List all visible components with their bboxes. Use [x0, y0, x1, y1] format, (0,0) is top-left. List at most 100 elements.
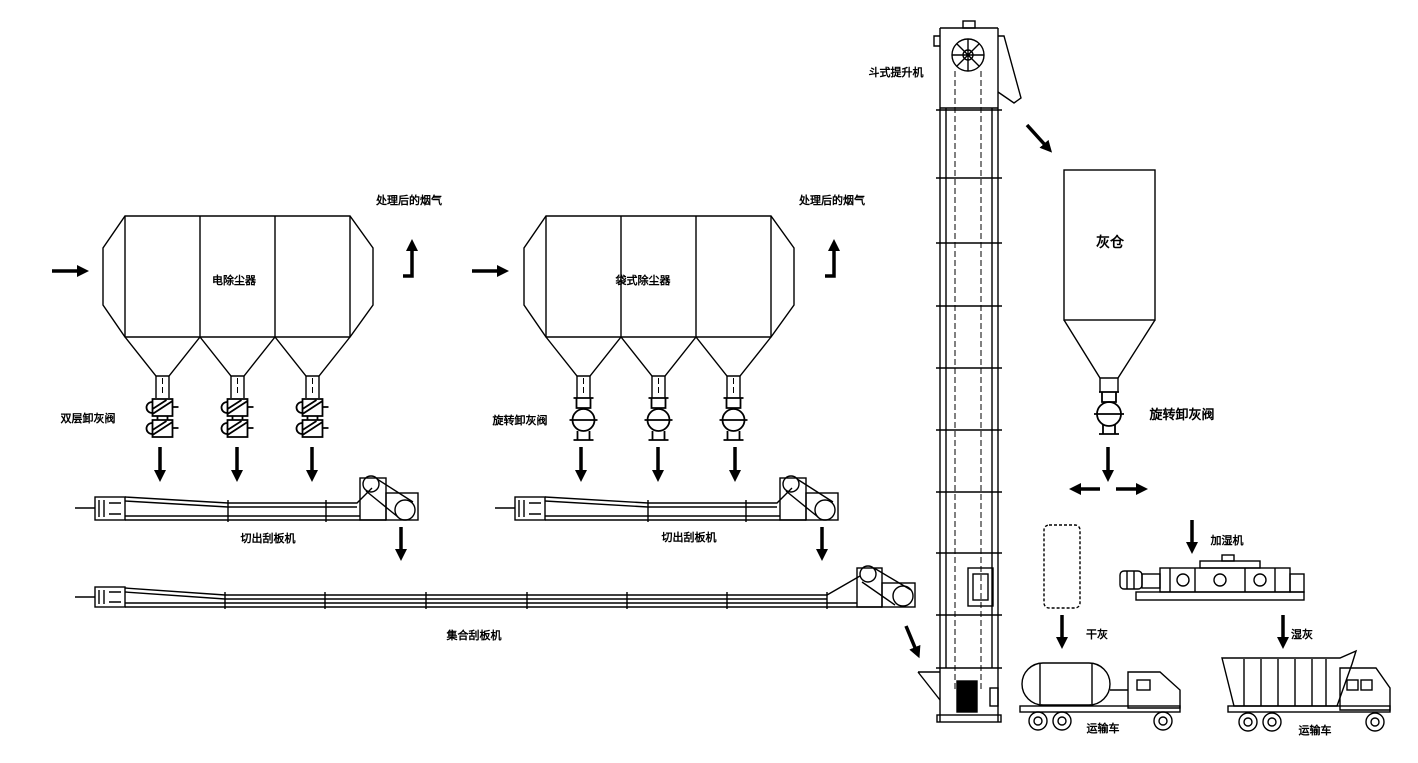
treated-gas-outlet-arrow-esp: [403, 239, 418, 278]
precipitator-field-dividers: [124, 216, 351, 337]
humidifier: [1119, 554, 1305, 601]
conveyor-tail-box: [514, 496, 546, 521]
bucket-chain: [954, 71, 982, 690]
scraper-conveyor-bag-filter: [495, 475, 839, 522]
truck-chassis: [1019, 705, 1181, 713]
truck-wheel-hub: [1267, 717, 1277, 727]
silo-cone: [1063, 319, 1156, 379]
elevator-head-housing: [933, 27, 998, 109]
valve-body: [719, 397, 748, 441]
truck-wheel-hub: [1243, 717, 1253, 727]
esp-valve-label: 双层卸灰阀: [61, 411, 116, 425]
humidifier-dividers: [1169, 568, 1276, 592]
humidifier-outlet-end: [1289, 573, 1305, 593]
valve-body: [644, 397, 673, 441]
conveyor-trough: [124, 487, 386, 521]
wet-ash-label: 湿灰: [1291, 627, 1313, 641]
humidifier-coupling: [1141, 573, 1161, 589]
head-wheel-spokes: [952, 39, 984, 71]
drive-chain: [365, 478, 414, 518]
valve-chambers: [301, 398, 324, 438]
humidifier-inlet: [1199, 560, 1261, 569]
conveyor-tail-detail: [98, 590, 121, 604]
bag-filter-conveyor-label: 切出刮板机: [662, 530, 717, 544]
tail-wheel-housing: [956, 680, 978, 713]
valve-counterweights: [145, 401, 179, 435]
conveyor-tail-detail: [518, 500, 541, 517]
truck-wheel: [1262, 712, 1282, 732]
tank-bands: [1039, 664, 1128, 704]
humidifier-shaft-bearing: [1176, 573, 1190, 587]
valve-counterweights: [295, 401, 329, 435]
silo-feed-arrow: [1025, 123, 1053, 153]
bucket-elevator-label: 斗式提升机: [869, 65, 924, 79]
hopper-outlet-centerlines: [162, 378, 313, 396]
valve-rotor: [721, 408, 746, 432]
humidifier-label: 加湿机: [1210, 533, 1244, 547]
valve-flaps: [152, 399, 173, 436]
valve-body: [569, 397, 598, 441]
drive-chain: [785, 478, 834, 518]
dry-truck-label: 运输车: [1087, 721, 1120, 735]
rotary-discharge-valve: [644, 397, 673, 441]
esp-label: 电除尘器: [212, 273, 257, 287]
ash-silo-label: 灰仓: [1096, 234, 1125, 251]
bag-filter-body: [523, 215, 795, 398]
double-layer-discharge-valve: [145, 398, 179, 438]
conveyor-tail-box: [94, 586, 126, 608]
discharge-chute: [997, 35, 1022, 104]
truck-chassis: [1227, 705, 1391, 713]
conveyor-tail-box: [94, 496, 126, 521]
collecting-scraper-conveyor: [75, 565, 916, 609]
valve-chambers: [226, 398, 249, 438]
truck-wheel-hub: [1158, 716, 1168, 726]
rotary-discharge-valve: [719, 397, 748, 441]
motor-detail: [1126, 571, 1135, 589]
truck-wheel: [1052, 711, 1072, 731]
conveyor-tail-detail: [98, 500, 121, 517]
elevator-top-cap: [962, 20, 976, 29]
truck-wheel: [1238, 712, 1258, 732]
bucket-elevator: [917, 20, 1022, 723]
truck-wheel-hub: [1033, 716, 1043, 726]
conveyor-head-housing: [779, 477, 807, 521]
inspection-door-panel: [972, 573, 989, 601]
collecting-conveyor-label: 集合刮板机: [446, 628, 502, 642]
head-sprocket: [362, 475, 380, 493]
bag-filter-label: 袋式除尘器: [615, 273, 672, 287]
dump-body-slats: [1243, 659, 1327, 706]
head-sprocket: [782, 475, 800, 493]
bag-filter-valve-label: 旋转卸灰阀: [492, 413, 548, 427]
drive-chain: [861, 567, 912, 606]
silo-body: [1063, 169, 1156, 321]
humidifier-base-frame: [1135, 591, 1305, 601]
bag-filter-compartment-dividers: [545, 216, 772, 337]
rotary-discharge-valve: [569, 397, 598, 441]
cab-window: [1346, 679, 1359, 691]
silo-outlet-pipe: [1099, 378, 1119, 392]
truck-cab: [1127, 671, 1181, 709]
truck-cab: [1339, 667, 1391, 711]
ash-hoppers: [545, 335, 772, 377]
bag-filter: [523, 215, 795, 441]
esp-conveyor-label: 切出刮板机: [241, 531, 296, 545]
valve-chambers: [151, 398, 174, 438]
cab-window: [1360, 679, 1373, 691]
dry-ash-label: 干灰: [1086, 627, 1108, 641]
inspection-door: [967, 567, 994, 607]
humidifier-shaft-bearing: [1253, 573, 1267, 587]
valve-counterweights: [220, 401, 254, 435]
valve-rotor: [646, 408, 671, 432]
rotary-discharge-valve: [1094, 391, 1124, 435]
conveyor-trough: [544, 487, 806, 521]
ash-silo: [1063, 169, 1156, 435]
flow-arrows: [52, 123, 1289, 659]
conveyor-joints: [647, 500, 747, 522]
dry-ash-discharge: [1043, 524, 1081, 609]
silo-valve-label: 旋转卸灰阀: [1148, 407, 1214, 423]
valve-body: [1094, 391, 1124, 435]
cab-window: [1136, 679, 1151, 691]
rotary-discharge-valves: [569, 397, 748, 441]
head-sprocket: [859, 565, 877, 583]
